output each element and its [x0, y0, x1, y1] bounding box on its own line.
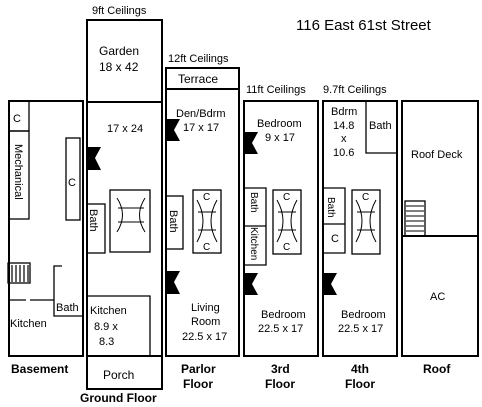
ground-kitchen-dim2: 8.3	[99, 336, 114, 348]
basement-kitchen-label: Kitchen	[10, 318, 47, 330]
fourth-bdrm-dim3: 10.6	[333, 147, 354, 159]
parlor-floor-label-2: Floor	[183, 377, 213, 391]
fourth-bdrm-dim2: x	[341, 133, 347, 145]
basement-mechanical-label: Mechanical	[12, 144, 24, 200]
ground-floor-label: Ground Floor	[80, 391, 157, 405]
terrace-label: Terrace	[178, 72, 218, 86]
fourth-floor-label-1: 4th	[351, 362, 369, 376]
garden-label: Garden	[99, 44, 139, 58]
fourth-floor-plan: Bdrm 14.8 x 10.6 Bath Bath C C Bedroom 2…	[322, 100, 398, 391]
fourth-bdrm-label: Bdrm	[331, 106, 357, 118]
third-bedroom-bottom-dim: 22.5 x 17	[258, 323, 303, 335]
garden-dim: 18 x 42	[99, 60, 139, 74]
living-dim: 22.5 x 17	[182, 331, 227, 343]
third-ceiling-label: 11ft Ceilings	[246, 84, 306, 96]
ground-bath-label: Bath	[87, 209, 99, 232]
third-kitchen-label: Kitchen	[248, 227, 259, 260]
third-floor-label-1: 3rd	[271, 362, 290, 376]
den-label: Den/Bdrm	[176, 108, 226, 120]
third-c-bottom: C	[283, 242, 290, 253]
parlor-floor-plan: Terrace Den/Bdrm 17 x 17 Bath C C Living…	[165, 67, 240, 391]
living-label-2: Room	[191, 316, 220, 328]
fourth-bedroom-dim: 22.5 x 17	[338, 323, 383, 335]
parlor-c-bottom: C	[203, 242, 210, 253]
roof-deck-label: Roof Deck	[411, 149, 463, 161]
parlor-ceiling-label: 12ft Ceilings	[168, 53, 229, 65]
third-bedroom-top-dim: 9 x 17	[265, 132, 295, 144]
basement-c-label: C	[13, 113, 21, 125]
third-bedroom-top-label: Bedroom	[257, 118, 302, 130]
fourth-bath-top-label: Bath	[369, 120, 392, 132]
ground-floor-plan: Garden 18 x 42 17 x 24 Bath Kitchen 8.9 …	[80, 19, 163, 405]
living-label: Living	[191, 302, 220, 314]
fourth-bdrm-dim1: 14.8	[333, 120, 354, 132]
porch-label: Porch	[103, 368, 134, 382]
parlor-floor-label-1: Parlor	[181, 362, 216, 376]
fourth-floor-label-2: Floor	[345, 377, 375, 391]
fourth-ceiling-label: 9.7ft Ceilings	[323, 84, 387, 96]
address-title: 116 East 61st Street	[296, 17, 432, 34]
third-floor-plan: Bedroom 9 x 17 Bath Kitchen C C Bedroom …	[243, 100, 319, 391]
fourth-bath-left-label: Bath	[325, 197, 336, 218]
basement-plan: C Mechanical C Bath Kitchen Basement	[7, 100, 84, 376]
parlor-bath-label: Bath	[167, 210, 179, 233]
fourth-c-stair: C	[362, 192, 369, 203]
basement-bath-label: Bath	[56, 302, 79, 314]
basement-floor-label: Basement	[11, 362, 68, 376]
roof-plan: Roof Deck AC Roof	[401, 100, 479, 376]
third-c-top: C	[283, 192, 290, 203]
roof-ac-label: AC	[430, 291, 445, 303]
fourth-c-side: C	[331, 233, 339, 245]
den-dim: 17 x 17	[183, 122, 219, 134]
ground-ceiling-label: 9ft Ceilings	[92, 5, 147, 17]
ground-kitchen-label: Kitchen	[90, 305, 127, 317]
third-bath-label: Bath	[248, 192, 259, 213]
fourth-bedroom-label: Bedroom	[341, 309, 386, 321]
third-bedroom-bottom-label: Bedroom	[261, 309, 306, 321]
roof-floor-label: Roof	[423, 362, 451, 376]
ground-main-dim: 17 x 24	[107, 123, 143, 135]
parlor-c-top: C	[203, 192, 210, 203]
third-floor-label-2: Floor	[265, 377, 295, 391]
ground-kitchen-dim1: 8.9 x	[94, 321, 118, 333]
basement-closet-label: C	[68, 177, 76, 189]
